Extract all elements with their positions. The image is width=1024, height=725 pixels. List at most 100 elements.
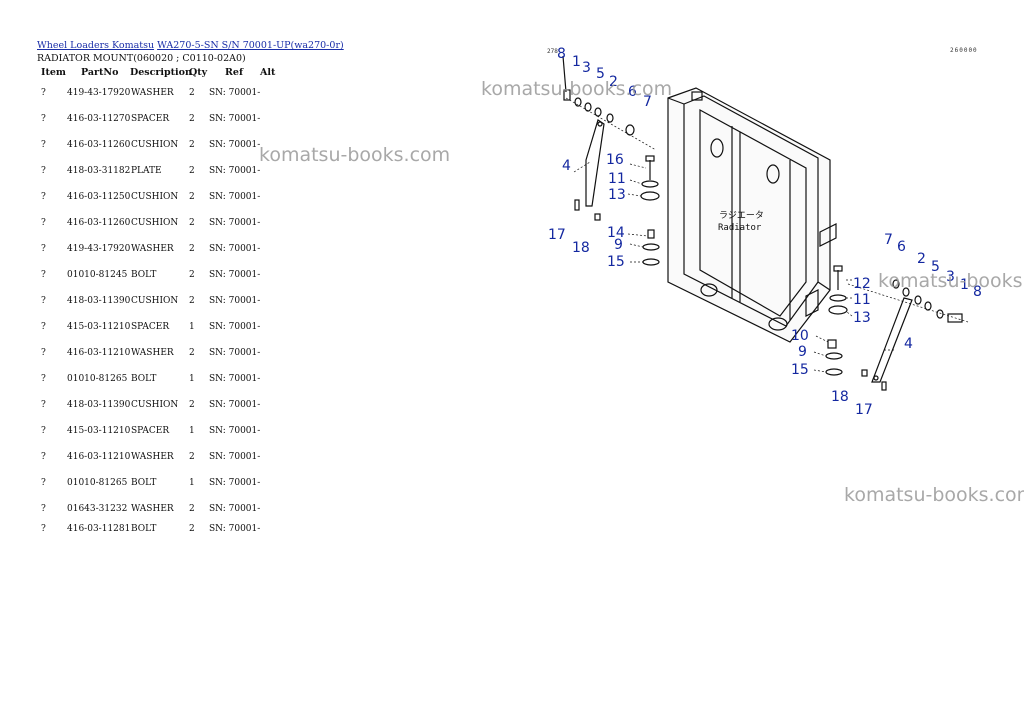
callout-3-right: 3 bbox=[946, 269, 955, 285]
diagram-code-right: 260000 bbox=[950, 47, 978, 54]
callout-9-right: 9 bbox=[798, 344, 807, 360]
page-subtitle: RADIATOR MOUNT(060020 ; C0110-02A0) bbox=[37, 53, 246, 64]
cell-ref: SN: 70001- bbox=[209, 114, 261, 124]
cell-partno: 419-43-17920 bbox=[67, 244, 131, 254]
cell-item: ? bbox=[41, 478, 46, 488]
cell-item: ? bbox=[41, 166, 46, 176]
cell-description: BOLT bbox=[131, 478, 157, 488]
cell-partno: 01010-81265 bbox=[67, 478, 128, 488]
cell-item: ? bbox=[41, 504, 46, 514]
callout-12: 12 bbox=[853, 276, 871, 292]
column-header-alt: Alt bbox=[260, 67, 276, 78]
breadcrumb-link-model-family[interactable]: Wheel Loaders Komatsu bbox=[37, 40, 155, 51]
cell-description: BOLT bbox=[131, 524, 157, 534]
cell-qty: 2 bbox=[189, 88, 195, 98]
cell-item: ? bbox=[41, 244, 46, 254]
cell-partno: 416-03-11210 bbox=[67, 452, 131, 462]
cell-description: WASHER bbox=[131, 244, 174, 254]
callout-17-right: 17 bbox=[855, 402, 873, 418]
callout-13-right: 13 bbox=[853, 310, 871, 326]
column-header-partno: PartNo bbox=[81, 67, 119, 78]
cell-description: WASHER bbox=[131, 88, 174, 98]
cell-qty: 1 bbox=[189, 374, 195, 384]
cell-description: WASHER bbox=[131, 452, 174, 462]
cell-ref: SN: 70001- bbox=[209, 244, 261, 254]
cell-description: SPACER bbox=[131, 114, 170, 124]
callout-7-right: 7 bbox=[884, 232, 893, 248]
cell-description: BOLT bbox=[131, 270, 157, 280]
cell-ref: SN: 70001- bbox=[209, 218, 261, 228]
cell-ref: SN: 70001- bbox=[209, 192, 261, 202]
cell-ref: SN: 70001- bbox=[209, 478, 261, 488]
cell-item: ? bbox=[41, 348, 46, 358]
diagram-callouts: 8 1 3 5 2 6 7 4 16 11 13 17 18 14 9 15 7… bbox=[548, 46, 982, 418]
column-header-ref: Ref bbox=[225, 67, 244, 78]
cell-description: WASHER bbox=[131, 504, 174, 514]
cell-description: WASHER bbox=[131, 348, 174, 358]
cell-partno: 01643-31232 bbox=[67, 504, 128, 514]
callout-2: 2 bbox=[609, 74, 618, 90]
cell-ref: SN: 70001- bbox=[209, 296, 261, 306]
cell-description: BOLT bbox=[131, 374, 157, 384]
cell-partno: 416-03-11260 bbox=[67, 140, 131, 150]
cell-qty: 1 bbox=[189, 426, 195, 436]
cell-item: ? bbox=[41, 140, 46, 150]
breadcrumb-link-model-serial[interactable]: WA270-5-SN S/N 70001-UP(wa270-0r) bbox=[157, 40, 344, 51]
cell-ref: SN: 70001- bbox=[209, 374, 261, 384]
cell-ref: SN: 70001- bbox=[209, 140, 261, 150]
callout-4-right: 4 bbox=[904, 336, 913, 352]
cell-partno: 416-03-11270 bbox=[67, 114, 131, 124]
cell-description: CUSHION bbox=[131, 140, 179, 150]
cell-partno: 419-43-17920 bbox=[67, 88, 131, 98]
cell-ref: SN: 70001- bbox=[209, 426, 261, 436]
callout-15-right: 15 bbox=[791, 362, 809, 378]
callout-17: 17 bbox=[548, 227, 566, 243]
cell-ref: SN: 70001- bbox=[209, 270, 261, 280]
callout-8: 8 bbox=[557, 46, 566, 62]
cell-partno: 415-03-11210 bbox=[67, 426, 131, 436]
callout-18-right: 18 bbox=[831, 389, 849, 405]
cell-partno: 416-03-11210 bbox=[67, 348, 131, 358]
callout-4: 4 bbox=[562, 158, 571, 174]
cell-item: ? bbox=[41, 322, 46, 332]
cell-partno: 01010-81265 bbox=[67, 374, 128, 384]
cell-item: ? bbox=[41, 374, 46, 384]
callout-11-right: 11 bbox=[853, 292, 871, 308]
callout-1: 1 bbox=[572, 54, 581, 70]
cell-qty: 2 bbox=[189, 348, 195, 358]
cell-ref: SN: 70001- bbox=[209, 322, 261, 332]
callout-9: 9 bbox=[614, 237, 623, 253]
cell-ref: SN: 70001- bbox=[209, 524, 261, 534]
radiator-label-jp: ラジエータ bbox=[719, 210, 764, 221]
cell-partno: 418-03-11390 bbox=[67, 296, 131, 306]
cell-qty: 2 bbox=[189, 270, 195, 280]
cell-item: ? bbox=[41, 452, 46, 462]
cell-partno: 416-03-11250 bbox=[67, 192, 131, 202]
callout-7: 7 bbox=[643, 94, 652, 110]
cell-description: SPACER bbox=[131, 426, 170, 436]
callout-6: 6 bbox=[628, 84, 637, 100]
column-header-qty: Qty bbox=[189, 67, 208, 78]
cell-description: CUSHION bbox=[131, 400, 179, 410]
callout-18: 18 bbox=[572, 240, 590, 256]
cell-description: CUSHION bbox=[131, 296, 179, 306]
cell-ref: SN: 70001- bbox=[209, 400, 261, 410]
callout-10: 10 bbox=[791, 328, 809, 344]
cell-item: ? bbox=[41, 296, 46, 306]
cell-qty: 2 bbox=[189, 400, 195, 410]
cell-description: SPACER bbox=[131, 322, 170, 332]
cell-description: CUSHION bbox=[131, 218, 179, 228]
